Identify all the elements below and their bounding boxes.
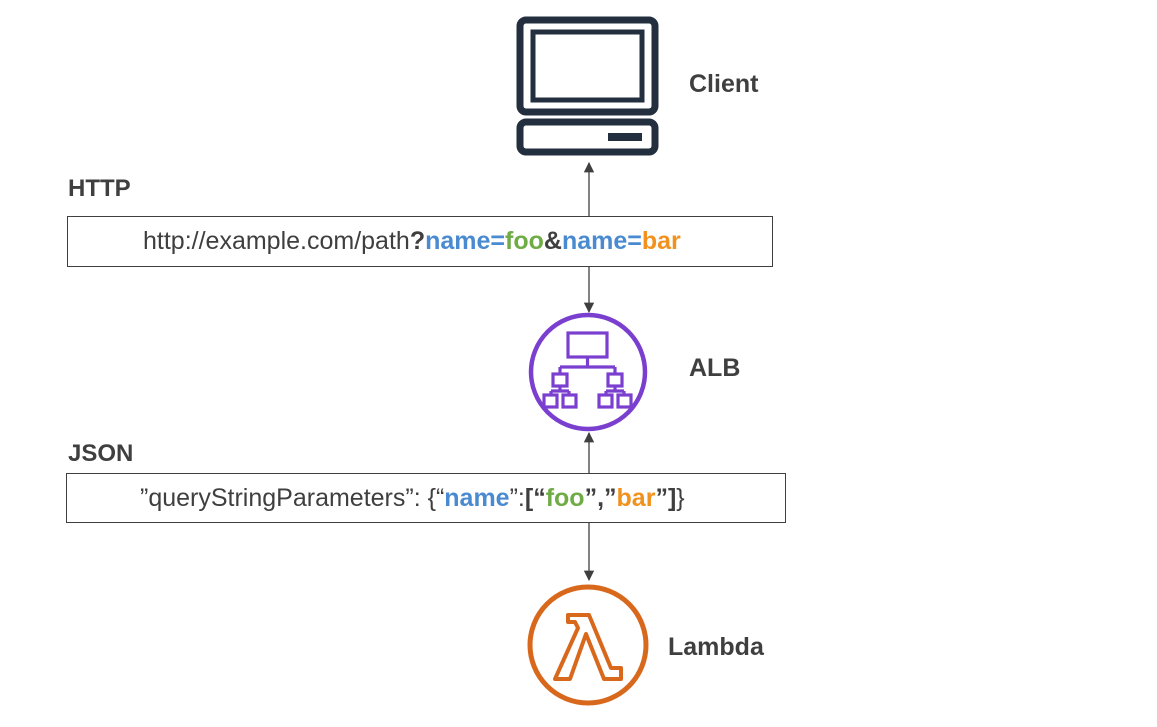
json-value-2: bar [616,483,656,512]
json-suffix: } [676,483,685,512]
http-param-value-2: bar [641,227,681,255]
json-event-box: ”queryStringParameters”: {“name”: [“foo”… [66,473,786,523]
http-section-label: HTTP [68,175,131,202]
http-url-base: http://example.com/path [143,227,410,255]
json-value-1: foo [545,483,585,512]
json-prefix: ”queryStringParameters”: {“ [140,483,445,512]
json-colon: ”: [509,483,525,512]
load-balancer-icon [528,312,648,432]
http-ampersand: & [543,227,562,255]
json-key: name [444,483,510,512]
json-section-label: JSON [68,440,134,467]
lambda-icon [527,584,649,706]
http-param-value-1: foo [505,227,544,255]
client-label: Client [689,70,759,98]
http-param-key-1: name= [425,227,506,255]
alb-label: ALB [689,354,741,382]
json-array-open: [“ [524,483,546,512]
json-array-close: ”] [655,483,677,512]
json-separator: ”,” [584,483,617,512]
lambda-label: Lambda [668,633,764,661]
client-computer-icon [516,16,659,156]
http-param-key-2: name= [561,227,642,255]
http-request-box: http://example.com/path?name=foo&name=ba… [67,216,773,267]
http-query-mark: ? [409,227,426,255]
